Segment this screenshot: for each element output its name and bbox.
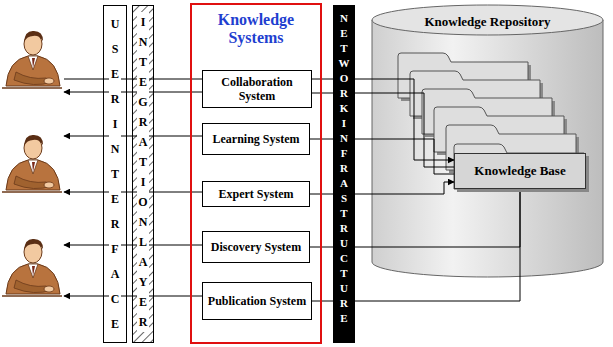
node-label: Expert System — [215, 185, 298, 203]
system-box: Collaboration System — [202, 70, 312, 108]
cylinder-body — [372, 20, 603, 277]
system-box: Publication System — [202, 282, 312, 320]
person-icons — [2, 31, 62, 296]
node-label: INTEGRATION LAYER — [137, 12, 149, 332]
node-label: Learning System — [209, 130, 304, 148]
user-line — [64, 296, 202, 297]
folder-stack — [398, 53, 587, 192]
person-icon — [2, 135, 62, 192]
interface-band: USER INTERFACE — [103, 5, 127, 343]
node-label: NETWORK INFRASTRUCTURE — [339, 11, 350, 326]
folder — [454, 144, 587, 192]
node-label: USER INTERFACE — [109, 12, 121, 337]
node-label: Publication System — [204, 292, 310, 310]
person-icon — [2, 239, 62, 296]
cylinder-top — [372, 5, 603, 35]
hatch-band — [132, 5, 154, 343]
systems-group: Knowledge SystemsCollaboration SystemLea… — [190, 3, 322, 344]
system-box: Discovery System — [202, 231, 310, 263]
repository-cylinder — [372, 5, 603, 277]
system-box: Learning System — [202, 123, 310, 155]
user-line — [64, 136, 202, 137]
system-box: Expert System — [202, 181, 310, 207]
node-label: Collaboration System — [203, 73, 311, 105]
user-line — [64, 245, 202, 246]
user-line — [64, 192, 202, 193]
node-label: Knowledge Base — [470, 161, 569, 181]
network-band: NETWORK INFRASTRUCTURE — [333, 5, 355, 343]
user-line — [64, 92, 202, 93]
node-label: Knowledge Repository — [372, 5, 603, 30]
user-lines — [64, 79, 202, 296]
connector — [310, 182, 454, 194]
integration-band: INTEGRATION LAYER — [132, 5, 154, 343]
person-icon — [2, 31, 62, 88]
node-label: Discovery System — [207, 238, 305, 256]
node-label: Knowledge Systems — [192, 5, 320, 47]
knowledge-base-folder: Knowledge Base — [454, 153, 586, 189]
connector — [310, 139, 454, 174]
user-line — [64, 79, 202, 80]
repository-cylinder: Knowledge RepositoryKnowledge Base — [372, 5, 603, 277]
